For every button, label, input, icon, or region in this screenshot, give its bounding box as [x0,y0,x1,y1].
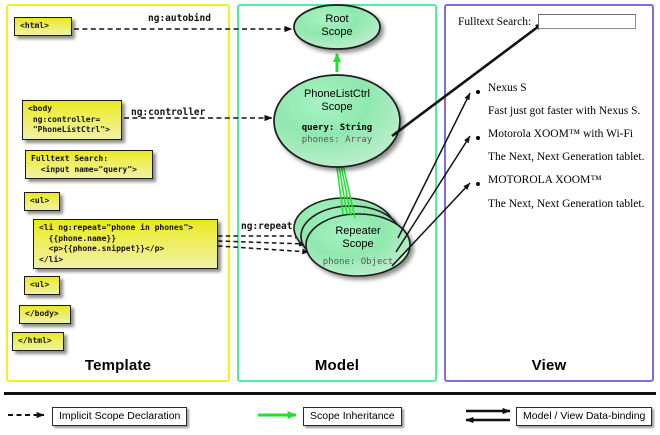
panel-view-title: View [531,357,567,374]
edge-label-ng-repeat: ng:repeat [241,221,293,232]
code-box-ul-close: <ul> [24,276,60,295]
code-box-html-close: </html> [12,332,64,351]
view-search-label: Fulltext Search: [458,16,532,28]
edge-label-ng-autobind: ng:autobind [148,13,211,24]
panel-model: Model [237,4,437,382]
panel-view: View [444,4,654,382]
view-item-desc-2: The Next, Next Generation tablet. [488,151,645,163]
view-bullet-2 [476,136,480,140]
legend-divider [4,392,656,395]
code-box-body-controller: <body ng:controller= "PhoneListCtrl"> [22,100,122,140]
view-bullet-1 [476,90,480,94]
view-item-desc-1: Fast just got faster with Nexus S. [488,105,641,117]
code-box-body-close: </body> [19,305,71,324]
legend-label-scope-inheritance: Scope Inheritance [303,407,402,427]
panel-model-title: Model [314,357,360,374]
code-box-ul-open: <ul> [24,192,60,211]
legend-label-implicit-scope-declaration: Implicit Scope Declaration [52,407,188,427]
code-box-fulltext-search: Fulltext Search: <input name="query"> [25,150,153,180]
code-box-html-open: <html> [14,17,72,36]
view-bullet-3 [476,182,480,186]
legend-label-model-view-data-binding: Model / View Data-binding [516,407,653,427]
view-item-name-1: Nexus S [488,82,527,94]
code-box-li-ng-repeat: <li ng:repeat="phone in phones"> {{phone… [33,219,218,270]
edge-label-ng-controller: ng:controller [131,107,206,118]
view-item-name-2: Motorola XOOM™ with Wi-Fi [488,128,634,140]
view-item-name-3: MOTOROLA XOOM™ [488,174,602,186]
legend-arrows [8,407,511,424]
view-item-desc-3: The Next, Next Generation tablet. [488,198,645,210]
panel-template-title: Template [84,357,152,374]
view-search-input[interactable] [538,14,636,29]
